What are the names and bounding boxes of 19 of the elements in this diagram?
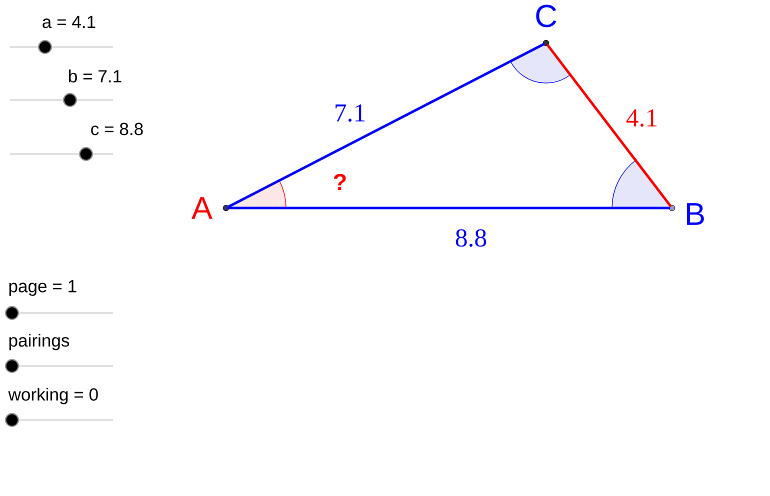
triangle-side — [228, 206, 670, 210]
side-length-label: 8.8 — [456, 229, 486, 247]
slider-label: pairings — [9, 334, 70, 350]
triangle-side — [546, 44, 672, 207]
slider-label: working = 0 — [8, 388, 98, 404]
vertex-point — [222, 204, 230, 212]
vertex-point — [542, 40, 550, 46]
vertex-label: B — [687, 203, 704, 225]
slider-label: page = 1 — [9, 280, 76, 296]
slider-label: a = 4.1 — [42, 16, 96, 28]
slider-label: b = 7.1 — [69, 70, 122, 82]
vertex-label: A — [192, 197, 212, 219]
side-length-label: 7.1 — [336, 104, 365, 122]
slider-label: c = 8.8 — [91, 122, 143, 136]
side-length-label: 4.1 — [626, 109, 657, 127]
vertex-point — [668, 204, 676, 212]
vertex-label: C — [536, 4, 556, 28]
angle-label: ? — [334, 174, 346, 190]
triangle-side — [228, 43, 544, 208]
